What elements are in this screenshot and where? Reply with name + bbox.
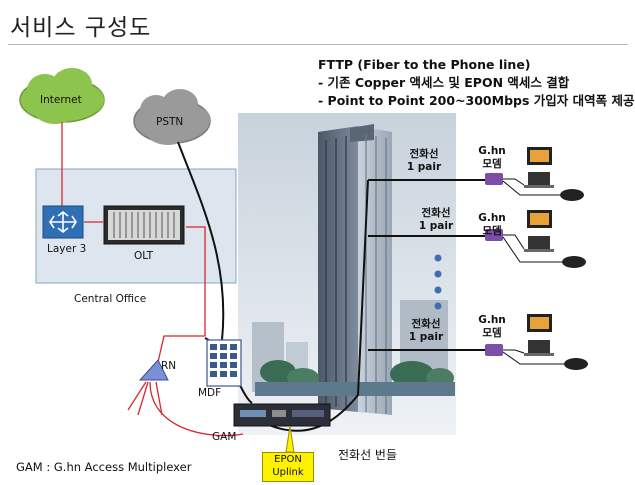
olt-label: OLT [134, 250, 154, 262]
layer3-switch [42, 205, 84, 239]
ghn-label: G.hn [478, 212, 506, 224]
ghn-label: G.hn [478, 145, 506, 157]
modem-label: 모뎀 [482, 158, 502, 170]
fttp-bullet-2: - Point to Point 200~300Mbps 가입자 대역폭 제공 [318, 93, 635, 108]
tower-window-lines-right [365, 134, 387, 414]
mdf-frame [206, 339, 242, 387]
pstn-label: PSTN [156, 116, 184, 128]
uplink-label: Uplink [272, 467, 304, 478]
layer3-label: Layer 3 [47, 243, 87, 255]
fttp-bullet-1: - 기존 Copper 액세스 및 EPON 액세스 결합 [318, 75, 570, 90]
internet-label: Internet [40, 94, 82, 106]
epon-callout-pointer [285, 426, 295, 453]
olt-chassis [103, 205, 185, 245]
tower-left-face [318, 126, 358, 412]
floor-devices-2 [485, 210, 586, 268]
central-office-label: Central Office [74, 293, 147, 305]
page-title: 서비스 구성도 [10, 15, 152, 41]
title-divider [8, 44, 628, 45]
phone-line-label: 전화선 [421, 207, 451, 219]
mdf-label: MDF [198, 387, 222, 399]
pstn-cloud [133, 89, 211, 145]
tower-window-lines [325, 136, 347, 408]
floor-line-label-2: 전화선 1 pair [414, 207, 458, 233]
pair-label: 1 pair [406, 161, 442, 173]
modem-label: 모뎀 [482, 225, 502, 237]
gam-footnote: GAM : G.hn Access Multiplexer [16, 460, 192, 474]
gam-unit [233, 403, 331, 427]
fttp-heading: FTTP (Fiber to the Phone line) [318, 57, 531, 72]
gam-label: GAM [212, 431, 237, 443]
floor-line-label-1: 전화선 1 pair [402, 148, 446, 174]
phone-line-label: 전화선 [411, 318, 441, 330]
trees [255, 360, 455, 396]
floor-devices-3 [485, 314, 588, 370]
rn-label: RN [161, 360, 177, 372]
modem-label-3: G.hn 모뎀 [474, 314, 510, 340]
floor-line-label-3: 전화선 1 pair [404, 318, 448, 344]
pair-label: 1 pair [408, 331, 444, 343]
building-dots [434, 254, 442, 310]
rn-splitter [138, 359, 169, 381]
modem-label: 모뎀 [482, 327, 502, 339]
internet-cloud [19, 68, 105, 124]
modem-label-1: G.hn 모뎀 [474, 145, 510, 171]
ghn-label: G.hn [478, 314, 506, 326]
bundle-label: 전화선 번들 [338, 448, 398, 462]
pair-label: 1 pair [418, 220, 454, 232]
fttp-description: FTTP (Fiber to the Phone line) - 기존 Copp… [318, 56, 634, 110]
floor-devices-1 [485, 147, 584, 201]
phone-line-label: 전화선 [409, 148, 439, 160]
modem-label-2: G.hn 모뎀 [474, 212, 510, 238]
epon-uplink-callout: EPON Uplink [262, 452, 314, 482]
epon-label: EPON [274, 454, 302, 465]
tower-top [350, 124, 374, 142]
fiber-lines [61, 122, 244, 437]
